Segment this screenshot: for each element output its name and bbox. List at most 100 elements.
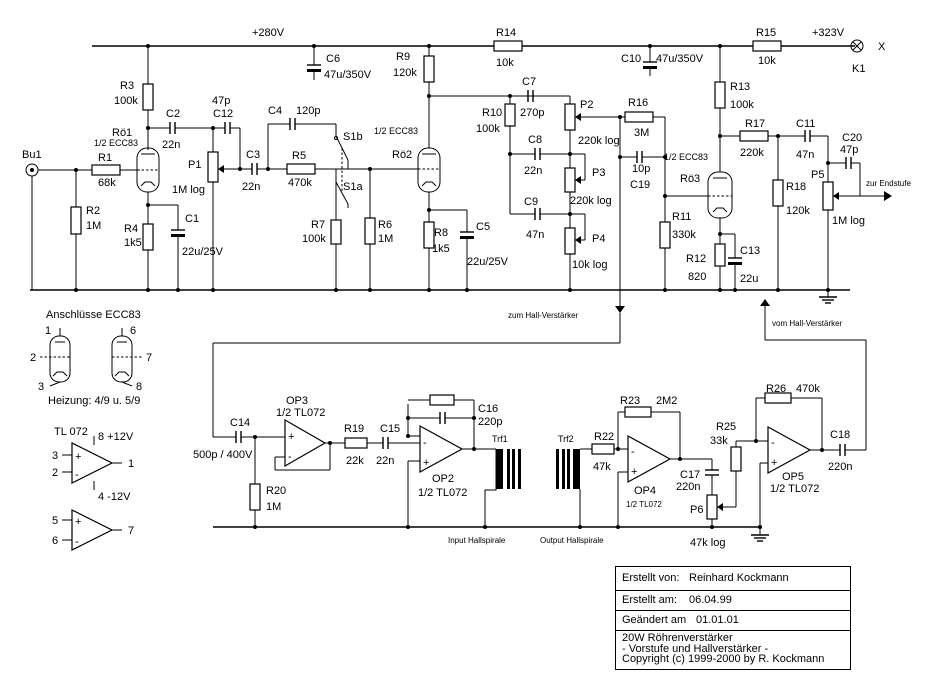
c5-value: 22u/25V <box>467 256 509 268</box>
tl072-legend: + - + - <box>62 436 122 551</box>
r15-value: 10k <box>758 55 776 67</box>
p4-pot <box>564 227 576 255</box>
c14-value: 500p / 400V <box>193 449 253 461</box>
c10-ref: C10 <box>621 53 641 65</box>
trf2-note: Output Hallspirale <box>540 536 604 545</box>
c9-ref: C9 <box>524 196 538 208</box>
pin1-label: 1 <box>45 325 51 337</box>
transformer-trf2 <box>556 448 592 527</box>
switch-s1 <box>334 135 400 220</box>
r5-resistor <box>286 163 316 175</box>
to-reverb-label: zum Hall-Verstärker <box>508 311 579 320</box>
r2-value: 1M <box>86 220 101 232</box>
c11-ref: C11 <box>796 118 815 130</box>
r25-value: 470k <box>796 383 820 395</box>
p1-pot <box>207 151 219 183</box>
r4-resistor <box>142 223 154 251</box>
tb-created-on-row: Erstellt am: 06.04.99 <box>616 591 850 611</box>
tl072-pin3: 3 <box>52 450 58 462</box>
op5-type: 1/2 TL072 <box>770 483 819 495</box>
tl072-pin8: 8 +12V <box>98 431 134 443</box>
c15-value: 22n <box>376 455 394 467</box>
r5-value: 470k <box>288 177 312 189</box>
p2-ref: P2 <box>580 99 593 111</box>
pin8-label: 8 <box>136 381 142 393</box>
tb-created-by: Reinhard Kockmann <box>689 572 789 584</box>
svg-text:-: - <box>288 451 292 463</box>
r16-value: 3M <box>634 127 649 139</box>
c14-ref: C14 <box>230 417 250 429</box>
svg-text:+: + <box>288 431 294 443</box>
r11-value: 330k <box>672 229 696 241</box>
pin7-label: 7 <box>146 352 152 364</box>
c10-value: 47u/350V <box>656 53 704 65</box>
r7-resistor <box>330 219 342 245</box>
c17-ref: C17 <box>680 469 700 481</box>
trf2-ref: Trf2 <box>558 434 574 444</box>
r11-resistor <box>659 221 671 249</box>
ecc83-pinout <box>40 328 142 387</box>
svg-text:-: - <box>75 469 79 481</box>
tl072-title: TL 072 <box>54 426 88 438</box>
s1b-label: S1b <box>343 131 363 143</box>
r3-resistor <box>142 83 154 111</box>
svg-text:-: - <box>75 536 79 548</box>
c19-ref: C19 <box>630 179 650 191</box>
tb-description: 20W Röhrenverstärker - Vorstufe und Hall… <box>616 633 824 665</box>
c6-value: 47u/350V <box>324 69 372 81</box>
c12-value: 47p <box>212 95 230 107</box>
r23-ref: R23 <box>620 395 640 407</box>
heater-note: Heizung: 4/9 u. 5/9 <box>48 395 140 407</box>
r19-ref: R19 <box>344 423 364 435</box>
pin6-label: 6 <box>130 325 136 337</box>
r26-resistor <box>429 394 455 406</box>
c12-ref: C12 <box>213 108 233 120</box>
r13-resistor <box>714 81 726 109</box>
tb-desc-3: Copyright (c) 1999-2000 by R. Kockmann <box>622 653 825 665</box>
r12-ref: R12 <box>686 253 706 265</box>
c2-ref: C2 <box>166 108 180 120</box>
op3-ref: OP3 <box>286 395 308 407</box>
p5-pot <box>822 181 834 211</box>
r20-resistor <box>249 483 261 511</box>
op2-ref: OP2 <box>432 473 454 485</box>
p2-value: 220k log <box>578 135 620 147</box>
c8-ref: C8 <box>528 134 542 146</box>
op2-type: 1/2 TL072 <box>418 487 467 499</box>
r20-ref: R20 <box>266 485 286 497</box>
r24-ref: R25 <box>716 421 736 433</box>
c7-ref: C7 <box>522 76 536 88</box>
svg-text:-: - <box>631 446 635 458</box>
r4-value: 1k5 <box>124 237 142 249</box>
r23-value: 2M2 <box>656 395 677 407</box>
svg-text:+: + <box>75 516 81 528</box>
r24-value: 33k <box>710 435 728 447</box>
r16-resistor <box>624 111 654 123</box>
tube-ro1 <box>136 147 160 224</box>
c8-value: 22n <box>524 165 542 177</box>
op5-ref: OP5 <box>782 471 804 483</box>
ro3-type: 1/2 ECC83 <box>664 152 708 162</box>
opamp-op3: + - <box>274 418 345 471</box>
tb-changed-row: Geändert am 01.01.01 <box>616 611 850 631</box>
tl072-pin5: 5 <box>52 515 58 527</box>
to-output-label: zur Endstufe <box>866 179 911 188</box>
r4-ref: R4 <box>124 223 138 235</box>
r3-value: 100k <box>114 95 138 107</box>
r14-ref: R14 <box>496 27 516 39</box>
p4-value: 10k log <box>572 259 607 271</box>
r8-ref: R8 <box>434 227 448 239</box>
input-jack-label: Bu1 <box>22 149 42 161</box>
c4-ref: C4 <box>268 105 282 117</box>
tl072-pin7: 7 <box>128 525 134 537</box>
tb-desc-2: - Vorstufe und Hallverstärker - <box>622 642 769 655</box>
r6-resistor <box>364 217 376 245</box>
tl072-pin4: 4 -12V <box>98 491 131 503</box>
trf1-note: Input Hallspirale <box>448 536 506 545</box>
svg-text:+: + <box>631 466 637 478</box>
r25-ref: R26 <box>766 383 786 395</box>
tb-created-on: 06.04.99 <box>689 594 732 606</box>
c18-ref: C18 <box>830 429 850 441</box>
svg-text:+: + <box>771 457 777 469</box>
